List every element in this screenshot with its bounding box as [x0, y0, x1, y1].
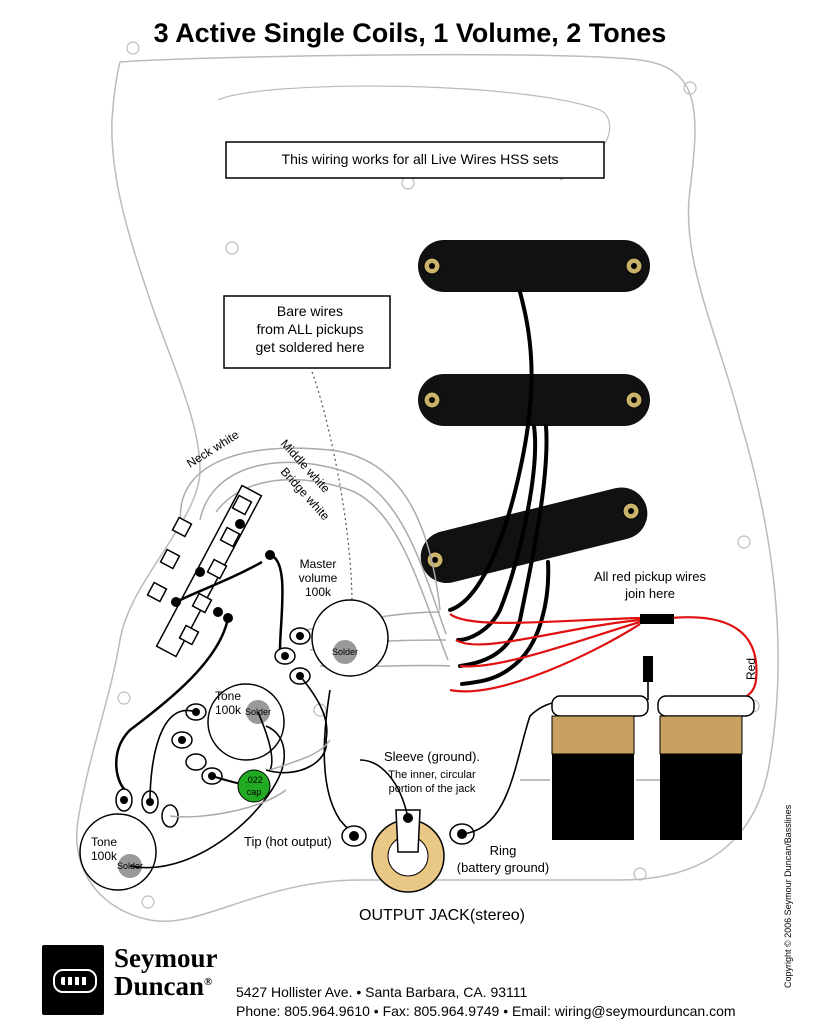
battery-2-line-2: Battery	[679, 775, 723, 791]
pickup-selector-switch	[115, 484, 284, 791]
volume-label-3: 100k	[305, 585, 332, 599]
bare-wires-line-2: from ALL pickups	[257, 321, 364, 337]
volume-solder-label: Solder	[332, 647, 358, 657]
seymour-duncan-logo-icon	[42, 945, 104, 1015]
output-jack	[341, 809, 475, 893]
screw-holes	[117, 41, 760, 909]
output-jack-label: OUTPUT JACK(stereo)	[359, 907, 525, 924]
ring-label-2: (battery ground)	[457, 860, 550, 875]
pickguard-outline	[76, 53, 779, 922]
sleeve-label-2: The inner, circular	[388, 769, 476, 781]
battery-1-line-1: 9-Volt	[575, 757, 611, 773]
tone2-label-1: Tone	[91, 835, 117, 849]
middle-pickup	[418, 374, 650, 426]
tip-label: Tip (hot output)	[244, 834, 332, 849]
battery-1: 9-Volt Battery	[551, 695, 649, 840]
ground-wires	[169, 739, 660, 818]
brand-line-2: Duncan®	[114, 970, 218, 1001]
sleeve-label-3: portion of the jack	[389, 783, 476, 795]
red-join-line-2: join here	[624, 586, 675, 601]
red-wire-label: Red	[744, 658, 758, 680]
control-wires	[129, 675, 361, 869]
battery-lead-black	[643, 656, 653, 682]
volume-label-1: Master	[300, 557, 337, 571]
sleeve-label-1: Sleeve (ground).	[384, 749, 480, 764]
brand-name: Seymour Duncan®	[114, 943, 218, 1001]
red-wires	[449, 613, 758, 704]
pickup-black-leads	[448, 290, 551, 686]
cap-value: .022	[245, 775, 263, 785]
hss-note: This wiring works for all Live Wires HSS…	[282, 151, 559, 167]
red-join-line-1: All red pickup wires	[594, 569, 706, 584]
footer-contact: Phone: 805.964.9610 • Fax: 805.964.9749 …	[236, 1003, 736, 1019]
page-title: 3 Active Single Coils, 1 Volume, 2 Tones	[154, 18, 667, 48]
tone-capacitor: .022 cap	[211, 769, 271, 803]
tone2-label-2: 100k	[91, 849, 118, 863]
brand-line-1: Seymour	[114, 943, 218, 973]
volume-label-2: volume	[299, 571, 338, 585]
cap-label: cap	[247, 787, 262, 797]
brand-line-2-text: Duncan	[114, 971, 205, 1001]
neck-pickup	[418, 240, 650, 292]
hss-note-box	[225, 141, 605, 179]
red-junction	[640, 614, 674, 624]
footer: 5427 Hollister Ave. • Santa Barbara, CA.…	[236, 984, 736, 1022]
battery-2: 9-Volt Battery	[657, 695, 755, 840]
brand-reg-mark: ®	[204, 976, 213, 988]
bare-wires-box	[223, 295, 391, 369]
battery-2-line-1: 9-Volt	[683, 757, 719, 773]
copyright: Copyright © 2006 Seymour Duncan/Bassline…	[783, 804, 793, 988]
bare-wires-pointer	[311, 371, 353, 641]
footer-address: 5427 Hollister Ave. • Santa Barbara, CA.…	[236, 984, 528, 1000]
master-volume-pot: Solder	[274, 599, 389, 685]
battery-1-line-2: Battery	[571, 775, 615, 791]
ring-label-1: Ring	[490, 843, 517, 858]
bare-wires-line-1: Bare wires	[277, 303, 343, 319]
tone1-label-2: 100k	[215, 703, 242, 717]
bare-wires-line-3: get soldered here	[256, 339, 365, 355]
tone1-label-1: Tone	[215, 689, 241, 703]
